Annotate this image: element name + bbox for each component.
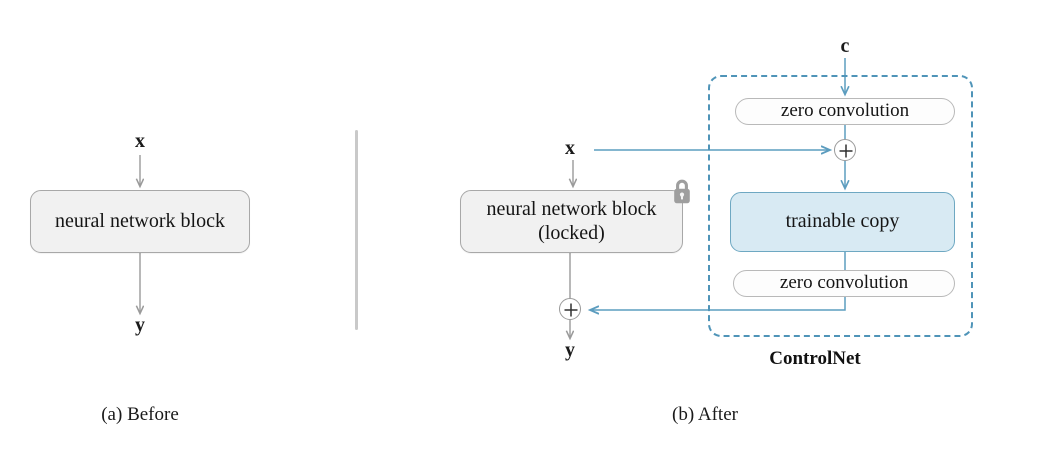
neural-network-block[interactable]: neural network block <box>30 190 250 253</box>
controlnet-group-label: ControlNet <box>769 348 861 369</box>
panel-b-input-label: x <box>565 137 575 159</box>
panel-divider <box>355 130 358 330</box>
plus-icon <box>839 144 853 158</box>
panel-a-input-label: x <box>135 130 145 152</box>
panel-b-condition-label: c <box>840 35 850 57</box>
panel-a-caption: (a) Before <box>101 404 179 425</box>
trainable-copy-block[interactable]: trainable copy <box>730 192 955 252</box>
panel-b-caption: (b) After <box>672 404 738 425</box>
zero-convolution-top[interactable]: zero convolution <box>735 98 955 125</box>
zero-convolution-bottom[interactable]: zero convolution <box>733 270 955 297</box>
neural-network-block-locked[interactable]: neural network block (locked) <box>460 190 683 253</box>
plus-icon <box>564 303 578 317</box>
add-node-top <box>834 139 856 161</box>
add-node-bottom <box>559 298 581 320</box>
panel-a-output-label: y <box>135 314 145 336</box>
controlnet-group-boundary <box>708 75 973 337</box>
lock-icon <box>670 177 694 206</box>
panel-b-output-label: y <box>565 339 575 361</box>
